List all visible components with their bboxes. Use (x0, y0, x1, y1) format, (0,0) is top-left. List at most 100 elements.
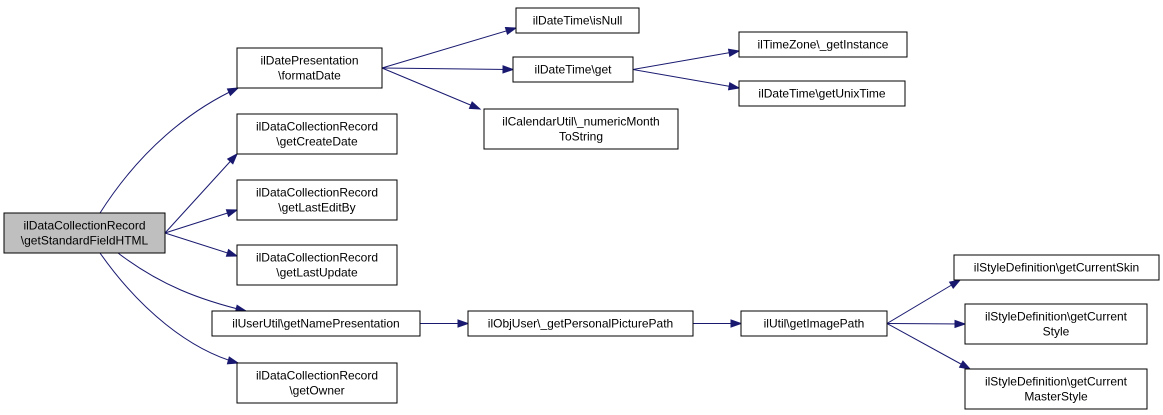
edge-arrowhead (457, 319, 470, 328)
edge-imagePath-to-curStyle (886, 319, 967, 329)
edge-line (886, 279, 961, 324)
node-label: ilDatePresentation (260, 54, 358, 68)
node-createDate[interactable]: ilDataCollectionRecord\getCreateDate (236, 113, 398, 155)
node-box (964, 368, 1148, 410)
node-label: Style (1043, 325, 1070, 339)
node-imagePath[interactable]: ilUtil\getImagePath (740, 310, 888, 337)
edge-arrowhead (225, 248, 239, 257)
edge-line (164, 153, 238, 234)
edge-line (632, 69, 740, 89)
edge-formatDate-to-dtGet (381, 65, 515, 74)
edge-line (164, 209, 238, 234)
node-unixTime[interactable]: ilDateTime\getUnixTime (738, 80, 906, 107)
node-label: \getCreateDate (276, 135, 358, 149)
node-lastUpdate[interactable]: ilDataCollectionRecord\getLastUpdate (236, 244, 398, 286)
node-label: MasterStyle (1024, 390, 1088, 404)
node-box (211, 310, 421, 337)
edge-line (381, 67, 514, 70)
node-box (236, 179, 398, 221)
node-label: ToString (559, 130, 603, 144)
node-box (512, 56, 634, 83)
edge-picturePath-to-imagePath (693, 319, 743, 328)
edge-root-to-lastUpdate (164, 232, 239, 257)
edge-arrowhead (225, 209, 239, 218)
node-box (467, 310, 694, 337)
edge-line (381, 27, 517, 69)
node-label: ilDataCollectionRecord (256, 251, 378, 265)
node-box (3, 212, 166, 254)
edge-formatDate-to-numericMonth (381, 67, 482, 110)
node-label: ilStyleDefinition\getCurrent (985, 310, 1128, 324)
node-picturePath[interactable]: ilObjUser\_getPersonalPicturePath (467, 310, 694, 337)
node-label: \getLastUpdate (276, 266, 358, 280)
node-label: ilDataCollectionRecord (256, 120, 378, 134)
edge-dtGet-to-unixTime (632, 69, 741, 91)
node-label: ilUtil\getImagePath (764, 317, 865, 331)
edge-arrowhead (954, 319, 967, 329)
node-lastEditBy[interactable]: ilDataCollectionRecord\getLastEditBy (236, 179, 398, 221)
node-label: ilDateTime\getUnixTime (758, 87, 885, 101)
node-namePres[interactable]: ilUserUtil\getNamePresentation (211, 310, 421, 337)
node-label: ilDataCollectionRecord (256, 186, 378, 200)
node-label: ilTimeZone\_getInstance (758, 38, 889, 52)
node-label: ilDataCollectionRecord (256, 369, 378, 383)
node-tzInstance[interactable]: ilTimeZone\_getInstance (738, 31, 908, 58)
node-curSkin[interactable]: ilStyleDefinition\getCurrentSkin (953, 254, 1160, 281)
node-label: ilStyleDefinition\getCurrent (985, 375, 1128, 389)
node-box (738, 31, 908, 58)
node-dtGet[interactable]: ilDateTime\get (512, 56, 634, 83)
edge-arrowhead (948, 279, 962, 289)
node-box (515, 7, 640, 34)
edge-root-to-owner (99, 252, 240, 365)
edge-arrowhead (226, 87, 240, 97)
edge-arrowhead (958, 360, 972, 370)
edge-arrowhead (468, 101, 482, 110)
edge-arrowhead (226, 152, 239, 165)
edge-root-to-namePres (117, 252, 248, 313)
edge-line (117, 252, 247, 312)
edge-arrowhead (502, 65, 515, 74)
node-label: ilDateTime\get (535, 63, 613, 77)
edge-root-to-lastEditBy (164, 209, 239, 234)
node-formatDate[interactable]: ilDatePresentation\formatDate (236, 47, 383, 89)
node-box (953, 254, 1160, 281)
edge-line (886, 323, 971, 370)
node-label: ilUserUtil\getNamePresentation (232, 317, 399, 331)
edge-arrowhead (730, 319, 743, 328)
node-box (236, 362, 398, 404)
node-root[interactable]: ilDataCollectionRecord\getStandardFieldH… (3, 212, 166, 254)
node-box (740, 310, 888, 337)
edge-arrowhead (727, 48, 741, 57)
edge-root-to-createDate (164, 152, 239, 234)
node-box (964, 303, 1148, 345)
node-owner[interactable]: ilDataCollectionRecord\getOwner (236, 362, 398, 404)
edge-line (632, 50, 740, 70)
node-box (236, 113, 398, 155)
node-box (483, 108, 679, 150)
node-label: ilObjUser\_getPersonalPicturePath (488, 317, 673, 331)
edge-line (99, 252, 239, 364)
edge-arrowhead (504, 26, 518, 36)
edge-imagePath-to-curMasterStyle (886, 323, 972, 370)
edge-namePres-to-picturePath (420, 319, 470, 328)
node-label: ilStyleDefinition\getCurrentSkin (974, 261, 1139, 275)
node-box (738, 80, 906, 107)
edge-arrowhead (226, 356, 240, 365)
node-isNull[interactable]: ilDateTime\isNull (515, 7, 640, 34)
edge-formatDate-to-isNull (381, 26, 518, 69)
node-label: ilDataCollectionRecord (23, 219, 145, 233)
node-label: \getLastEditBy (278, 201, 355, 215)
node-box (236, 47, 383, 89)
node-box (236, 244, 398, 286)
node-label: \getStandardFieldHTML (21, 234, 149, 248)
node-label: ilDateTime\isNull (533, 14, 623, 28)
edge-root-to-formatDate (99, 87, 240, 214)
edge-imagePath-to-curSkin (886, 279, 962, 324)
edges-layer (99, 26, 972, 370)
edge-line (381, 67, 481, 110)
node-label: ilCalendarUtil\_numericMonth (502, 115, 659, 129)
